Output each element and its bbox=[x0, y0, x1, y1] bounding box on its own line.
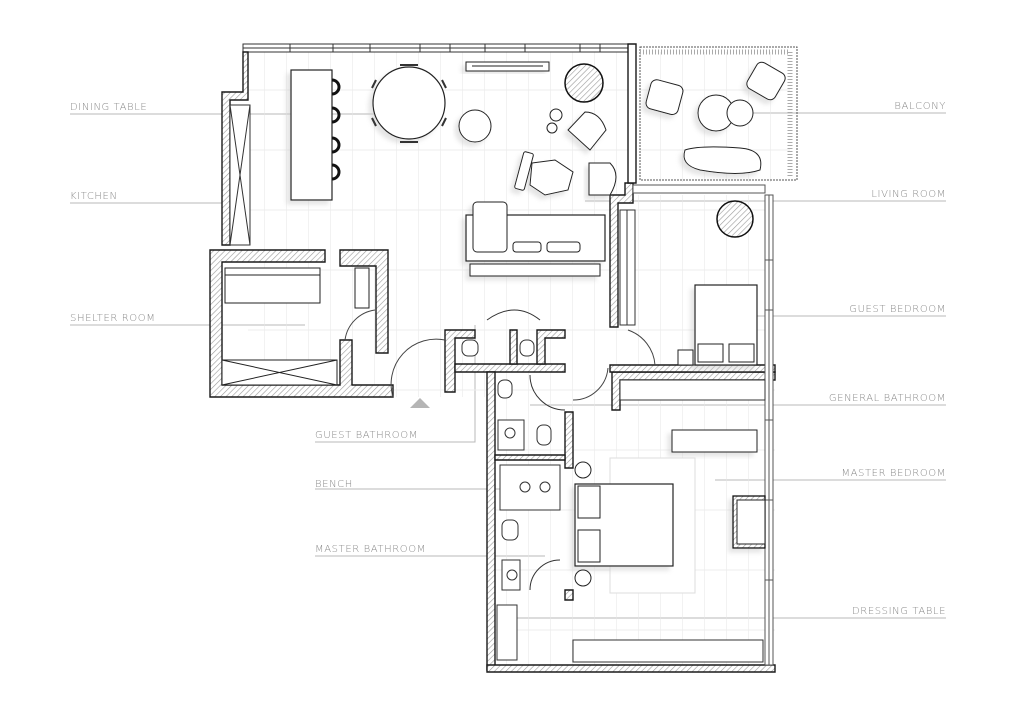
shelter-bed bbox=[221, 267, 370, 386]
tv-console bbox=[465, 61, 550, 72]
lounge-chair bbox=[514, 151, 574, 196]
master-wardrobe-bottom bbox=[572, 639, 764, 663]
label-bench: BENCH bbox=[315, 479, 353, 490]
bench-master bbox=[671, 429, 758, 453]
shelter-door-swing bbox=[344, 309, 376, 341]
label-general-bathroom: GENERAL BATHROOM bbox=[828, 393, 946, 404]
guest-bathroom-fixtures bbox=[461, 309, 541, 357]
round-planter bbox=[564, 63, 604, 103]
label-shelter-room: SHELTER ROOM bbox=[70, 313, 156, 324]
window-wall-right bbox=[632, 184, 774, 666]
label-guest-bedroom: GUEST BEDROOM bbox=[849, 304, 946, 315]
label-guest-bathroom: GUEST BATHROOM bbox=[315, 430, 418, 441]
armchair-2 bbox=[588, 162, 617, 196]
master-bed bbox=[574, 483, 674, 567]
general-bathroom-fixtures bbox=[497, 374, 566, 451]
label-master-bathroom: MASTER BATHROOM bbox=[315, 544, 426, 555]
label-master-bedroom: MASTER BEDROOM bbox=[841, 468, 946, 479]
entry-door-swing bbox=[390, 338, 446, 398]
dressing-table bbox=[732, 495, 766, 549]
label-living-room: LIVING ROOM bbox=[871, 189, 946, 200]
label-kitchen: KITCHEN bbox=[70, 191, 118, 202]
balcony-lounge-chair-left bbox=[645, 79, 684, 116]
sofa bbox=[465, 201, 606, 277]
guest-bed bbox=[694, 284, 758, 366]
balcony-lounge-chair-right bbox=[746, 61, 786, 101]
window-wall-top bbox=[242, 43, 634, 53]
kitchen-island bbox=[290, 69, 333, 201]
bar-stools bbox=[331, 78, 341, 181]
side-table bbox=[458, 109, 492, 143]
balcony bbox=[639, 46, 798, 181]
master-bathroom-fixtures bbox=[496, 464, 561, 661]
label-balcony: BALCONY bbox=[894, 101, 946, 112]
kitchen-tall-units bbox=[229, 104, 251, 246]
label-dining-table: DINING TABLE bbox=[70, 102, 148, 113]
master-wardrobe-top bbox=[619, 379, 766, 401]
label-dressing-table: DRESSING TABLE bbox=[851, 606, 946, 617]
guest-nightstand bbox=[677, 349, 694, 366]
dining-table bbox=[372, 66, 446, 140]
armchair-1 bbox=[567, 111, 607, 151]
dining-chairs bbox=[371, 64, 447, 143]
guest-bedroom-wardrobe bbox=[619, 209, 636, 326]
entry-marker bbox=[410, 398, 430, 408]
guest-bedroom-planter bbox=[716, 200, 754, 238]
